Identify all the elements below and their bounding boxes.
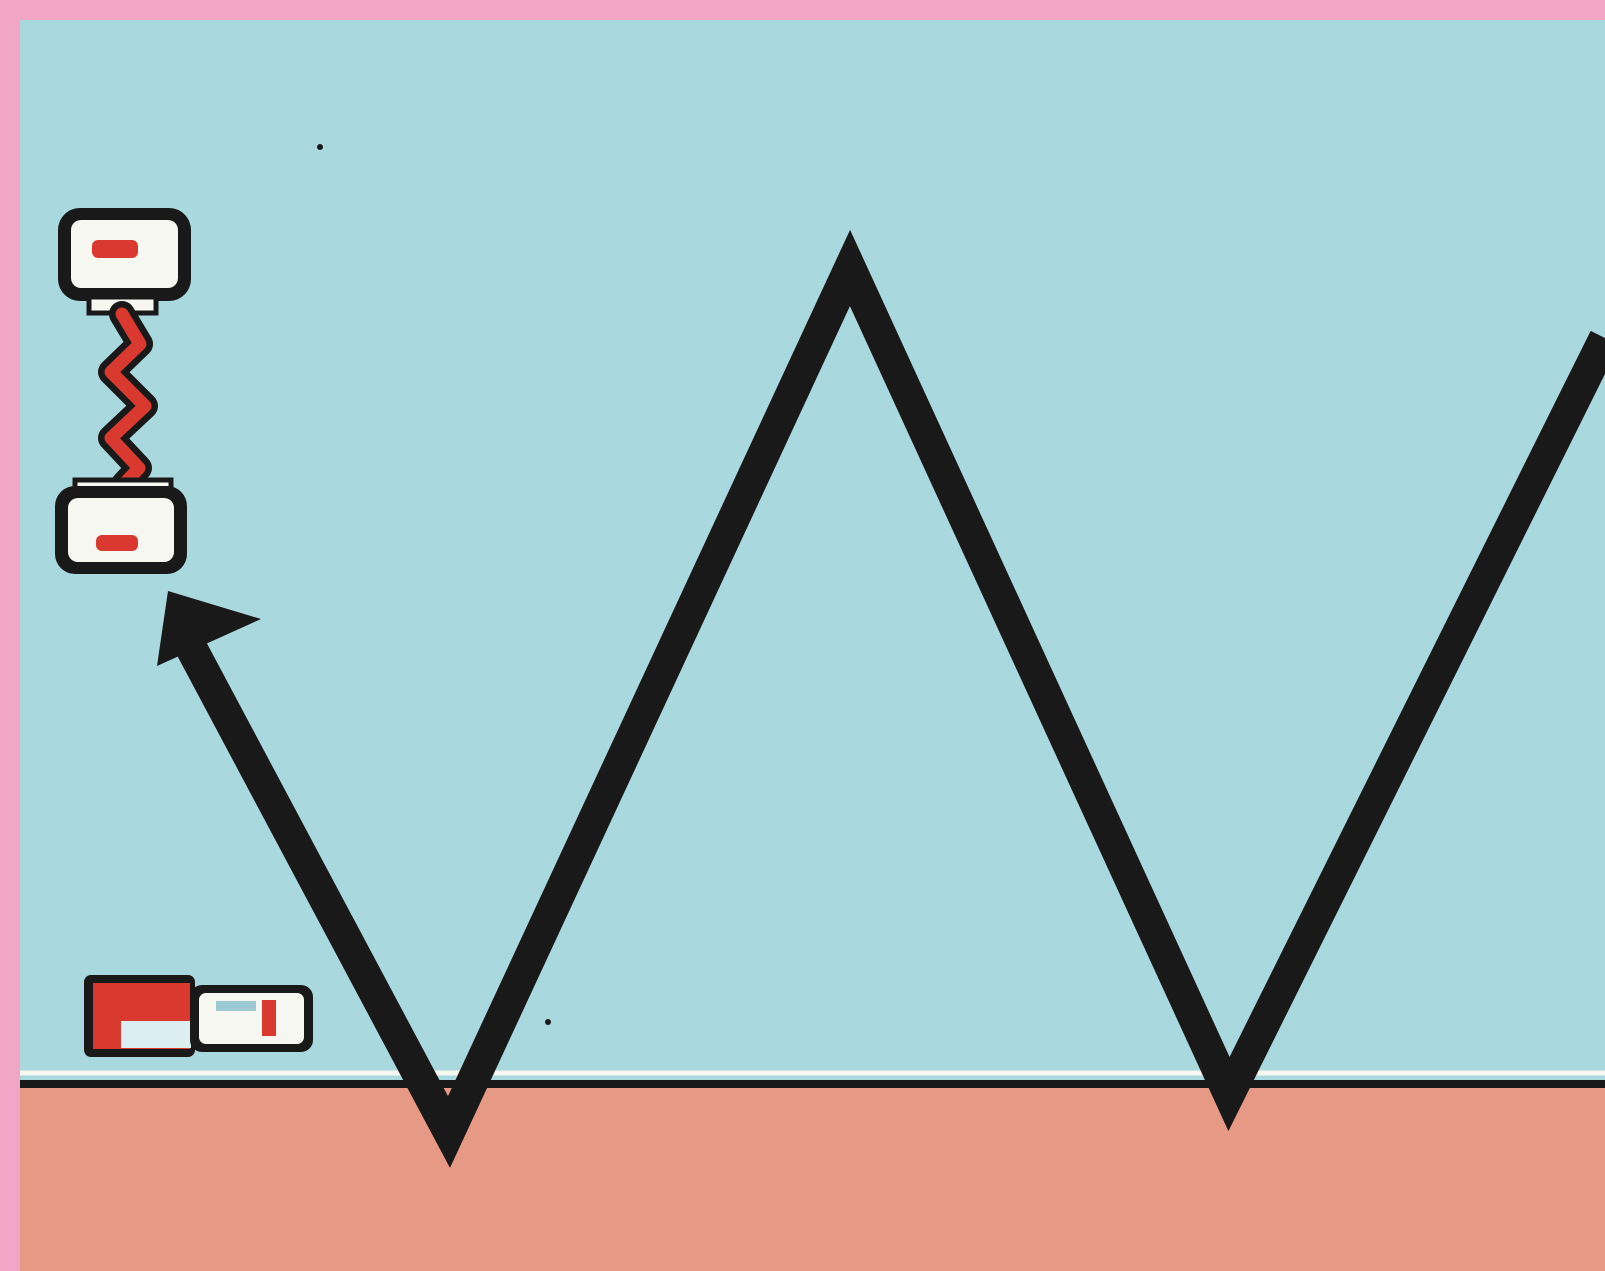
gadget-right-red-stripe — [262, 1000, 276, 1036]
speck-2 — [545, 1019, 551, 1025]
ground-area — [20, 1084, 1605, 1271]
gadget-right-body — [199, 993, 304, 1044]
dumbbell-bottom-face — [68, 498, 174, 562]
dumbbell-top-accent — [92, 240, 138, 258]
dumbbell-bottom-accent — [96, 535, 138, 551]
horizontal-gadget-icon — [84, 975, 313, 1057]
sky-area — [20, 20, 1605, 1084]
gadget-left-window — [121, 1021, 191, 1048]
speck-1 — [317, 144, 323, 150]
gadget-right-blue-stripe — [216, 1001, 256, 1011]
